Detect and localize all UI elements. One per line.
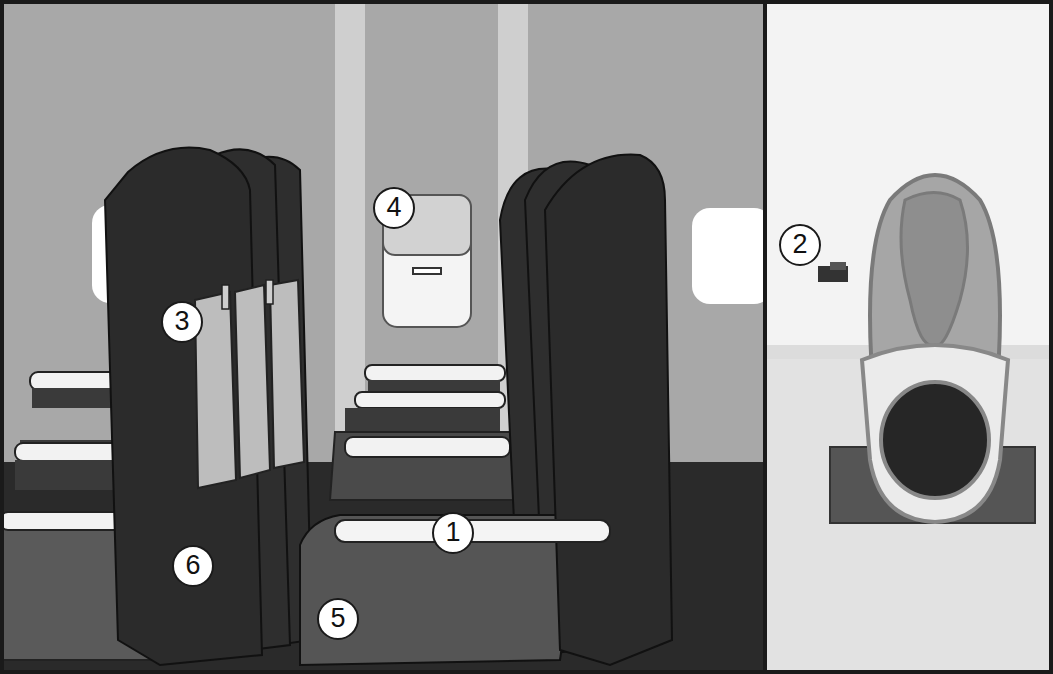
- armrest-base: [345, 408, 500, 433]
- tray-latch: [266, 280, 273, 304]
- callout-number: 2: [779, 224, 821, 266]
- lavatory-wall: [765, 0, 1053, 674]
- armrest: [345, 437, 510, 457]
- tray-table: [235, 285, 270, 478]
- toilet-seat: [862, 345, 1008, 522]
- callout-number: 1: [432, 512, 474, 554]
- seat-back: [545, 155, 672, 665]
- panel-divider: [763, 0, 767, 674]
- seat-cushion: [330, 432, 515, 500]
- callout-number: 3: [161, 301, 203, 343]
- toilet-bowl: [881, 382, 989, 498]
- window-handle: [413, 268, 441, 274]
- cabin-wall: [0, 0, 765, 674]
- callout-number: 4: [373, 187, 415, 229]
- callout-number: 6: [172, 545, 214, 587]
- cabin-window: [692, 208, 772, 304]
- flush-button: [830, 262, 846, 270]
- callout-number: 5: [317, 598, 359, 640]
- tray-latch: [222, 285, 229, 309]
- lid-recess: [901, 193, 968, 346]
- armrest: [355, 392, 505, 408]
- tray-table: [270, 280, 304, 468]
- armrest: [365, 365, 505, 381]
